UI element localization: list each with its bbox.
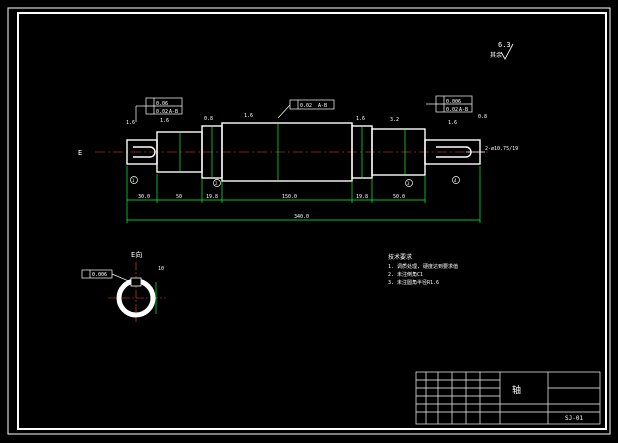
datum-label: 4 xyxy=(454,178,457,183)
default-roughness-mark: 6.3 其余 xyxy=(490,41,514,60)
gdt-middle xyxy=(277,99,335,119)
roughness-mark: 1.6 xyxy=(448,120,457,126)
segment-length: 30.0 xyxy=(138,194,150,200)
segment-length: 50.0 xyxy=(393,194,405,200)
gdt-keyway xyxy=(81,269,132,283)
section-view-label: E向 xyxy=(131,250,142,259)
sheet-outer-frame xyxy=(7,7,611,435)
default-roughness-value: 6.3 xyxy=(498,41,511,49)
gdt-keyway-value: 0.006 xyxy=(92,272,107,278)
roughness-mark: 0.8 xyxy=(204,116,213,122)
overall-length: 340.0 xyxy=(294,214,309,220)
datum-label: 1 xyxy=(132,178,135,183)
gdt-middle-datum: A-B xyxy=(318,103,327,109)
length-dimension-texts: 30.0 50 19.8 150.0 19.8 50.0 340.0 xyxy=(138,194,405,220)
roughness-symbol-icon xyxy=(500,43,514,60)
gdt-left-cyl: 0.02 xyxy=(156,109,168,115)
roughness-mark: 0.8 xyxy=(478,114,487,120)
gdt-middle-runout: 0.02 xyxy=(300,103,312,109)
roughness-mark: 3.2 xyxy=(390,117,399,123)
right-callout-text: 2-ø10.75/19 xyxy=(485,146,518,152)
gdt-right-runout: 0.02 xyxy=(446,107,458,113)
roughness-mark: 1.6 xyxy=(126,120,135,126)
shaft-outline xyxy=(126,122,481,182)
gdt-left-runout: 0.06 xyxy=(156,101,168,107)
segment-length: 19.8 xyxy=(356,194,368,200)
part-name: 轴 xyxy=(512,384,521,396)
tech-req-line: 2. 未注倒角C1 xyxy=(388,271,423,278)
segment-length: 50 xyxy=(176,194,182,200)
sheet-inner-frame xyxy=(17,12,607,430)
roughness-marks: 1.6 1.6 0.8 1.6 1.6 3.2 1.6 0.8 xyxy=(126,113,487,126)
gdt-left-datum: A-B xyxy=(169,109,178,115)
segment-length: 150.0 xyxy=(282,194,297,200)
tech-req-line: 1. 调质处理, 硬度达到要求值 xyxy=(388,263,458,270)
diameter-dimensions xyxy=(179,124,406,180)
section-keyway xyxy=(130,277,142,287)
roughness-mark: 1.6 xyxy=(160,118,169,124)
gdt-right-datum: A-B xyxy=(459,107,468,113)
roughness-mark: 1.6 xyxy=(356,116,365,122)
default-roughness-prefix: 其余 xyxy=(490,51,502,59)
gdt-right xyxy=(426,95,473,113)
gdt-right-cyl: 0.006 xyxy=(446,99,461,105)
tech-req-heading: 技术要求 xyxy=(388,253,412,261)
datum-label: 3 xyxy=(407,181,410,186)
datum-label: 2 xyxy=(215,181,218,186)
tech-req-line: 3. 未注圆角半径R1.6 xyxy=(388,279,439,286)
length-dimensions xyxy=(126,166,481,223)
title-block xyxy=(415,371,601,425)
datum-circles xyxy=(130,176,460,187)
roughness-mark: 1.6 xyxy=(244,113,253,119)
drawing-number: SJ-01 xyxy=(565,415,583,422)
cut-marker-label: E xyxy=(78,149,82,157)
segment-length: 19.8 xyxy=(206,194,218,200)
gdt-left xyxy=(135,97,183,122)
key-width-text: 10 xyxy=(158,266,164,272)
